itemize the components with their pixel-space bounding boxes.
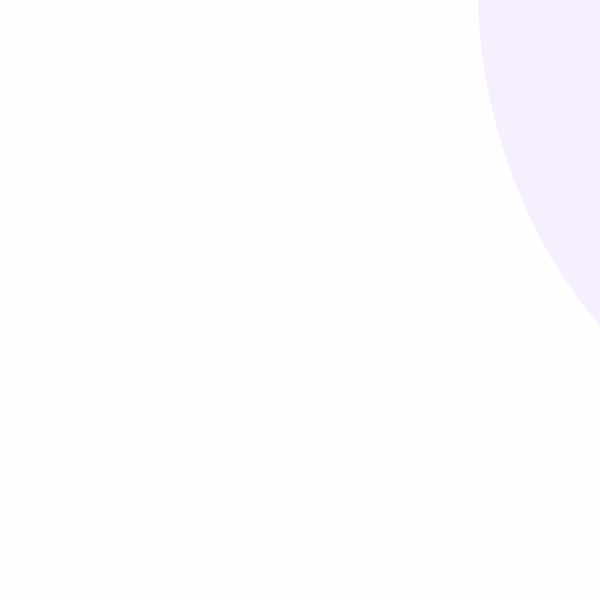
decorative-lavender-blob <box>408 0 600 448</box>
